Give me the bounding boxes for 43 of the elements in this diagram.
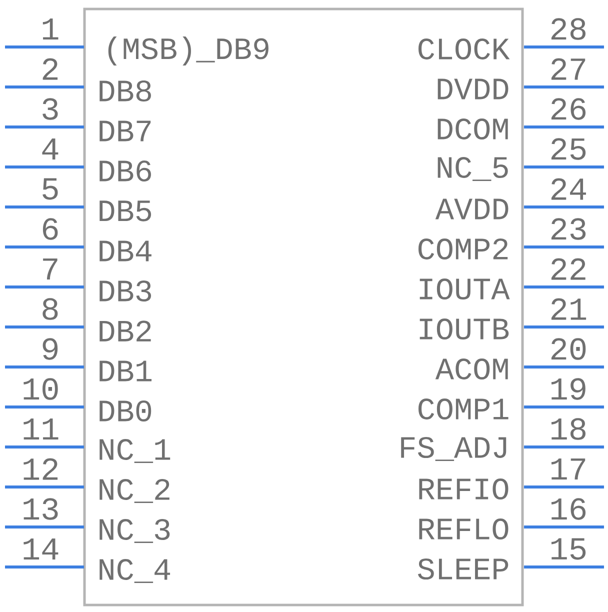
pin-label: NC_1 xyxy=(100,438,170,464)
pin-label: DB1 xyxy=(100,360,152,382)
pin-label: IOUTA xyxy=(420,278,510,300)
pin-number: 23 xyxy=(551,218,586,240)
pin-label: DVDD xyxy=(438,78,508,100)
pin-number: 27 xyxy=(551,58,586,80)
pin-label: AVDD xyxy=(435,198,508,220)
pin-number: 16 xyxy=(552,498,586,520)
pin-number: 24 xyxy=(551,178,586,200)
pin-label: NC_2 xyxy=(100,478,170,504)
pin-number: 18 xyxy=(552,418,586,440)
pin-label: NC_5 xyxy=(438,156,508,182)
pin-label: REFIO xyxy=(419,478,508,500)
pin-label: DB3 xyxy=(100,280,152,302)
pin-number: 19 xyxy=(552,378,586,400)
pin-label: REFLO xyxy=(419,518,508,540)
pin-label: DB2 xyxy=(100,320,151,342)
pin-label: CLOCK xyxy=(418,38,510,60)
pin-label: ACOM xyxy=(435,358,508,380)
pin-label: DB0 xyxy=(100,400,152,422)
pin-label: NC_4 xyxy=(100,558,170,584)
pin-number: 20 xyxy=(551,338,586,360)
pin-number: 25 xyxy=(551,138,586,160)
pin-label: DB7 xyxy=(100,120,151,142)
pin-number: 26 xyxy=(551,98,586,120)
pin-label: COMP2 xyxy=(418,238,508,260)
pin-label: DB8 xyxy=(100,80,151,102)
pin-label: FS_ADJ xyxy=(401,436,506,462)
pin-label: DB4 xyxy=(100,240,152,262)
pin-label: DB6 xyxy=(100,160,151,182)
pin-label: IOUTB xyxy=(420,318,509,340)
pin-number: 28 xyxy=(551,18,586,40)
pin-label: NC_3 xyxy=(100,518,170,544)
pin-label: SLEEP xyxy=(418,558,508,580)
chip-body xyxy=(83,8,524,606)
pin-label: COMP1 xyxy=(418,398,508,420)
pin-number: 17 xyxy=(552,458,586,480)
pin-label: DB5 xyxy=(100,200,152,222)
pin-label: DCOM xyxy=(438,118,508,140)
pin-label: (MSB)_DB9 xyxy=(108,36,268,66)
pin-number: 21 xyxy=(551,298,586,320)
pin-number: 15 xyxy=(552,538,586,560)
pin-number: 22 xyxy=(551,258,586,280)
